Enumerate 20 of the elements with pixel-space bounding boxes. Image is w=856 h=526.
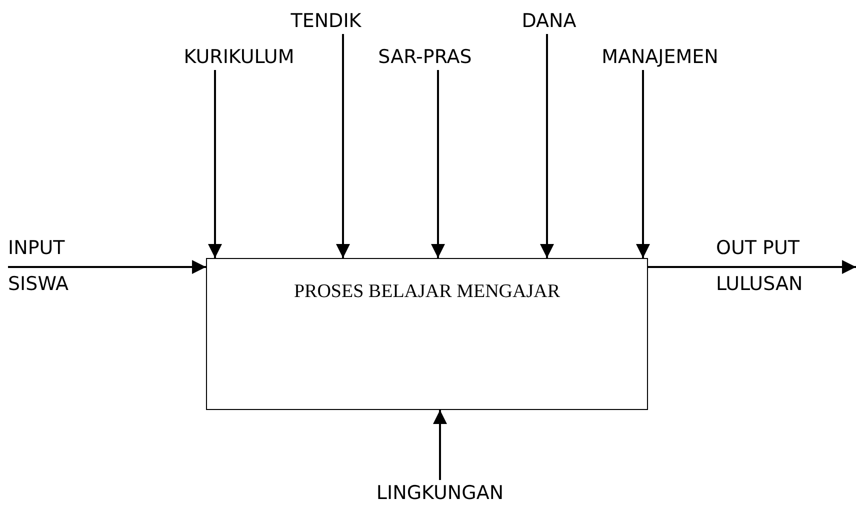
output-label: OUT PUT <box>716 236 800 260</box>
input-label: SAR-PRAS <box>377 45 473 69</box>
arrow <box>208 70 222 258</box>
process-box <box>206 258 648 410</box>
input-label: KURIKULUM <box>182 45 296 69</box>
input-label: MANAJEMEN <box>600 45 720 69</box>
arrow <box>336 34 350 258</box>
input-label: DANA <box>520 9 578 33</box>
arrow <box>540 34 554 258</box>
process-label: PROSES BELAJAR MENGAJAR <box>292 281 562 303</box>
input-label: SISWA <box>8 272 70 296</box>
input-label: TENDIK <box>290 9 362 33</box>
arrow <box>648 260 856 274</box>
environment-label: LINGKUNGAN <box>375 481 505 505</box>
input-label: INPUT <box>8 236 66 260</box>
arrow <box>431 70 445 258</box>
arrow <box>8 260 206 274</box>
arrow <box>636 70 650 258</box>
arrow <box>433 410 447 480</box>
output-label: LULUSAN <box>716 272 804 296</box>
